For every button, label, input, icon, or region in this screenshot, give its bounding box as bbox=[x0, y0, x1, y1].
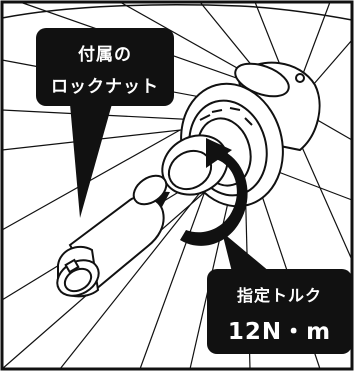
torque-value: 12N・m bbox=[227, 319, 332, 345]
wheel-rim bbox=[1, 4, 353, 21]
lock-nut-callout-tail bbox=[70, 104, 112, 218]
lock-nut-label-line1: 付属の bbox=[78, 45, 132, 65]
torque-callout-tail bbox=[222, 232, 270, 272]
torque-callout: 指定トルク 12N・m bbox=[207, 269, 352, 354]
torque-label: 指定トルク bbox=[236, 286, 322, 305]
lock-nut bbox=[56, 174, 168, 298]
freehub-body bbox=[161, 82, 284, 208]
rotate-clockwise-icon bbox=[180, 138, 248, 246]
lock-nut-callout: 付属の ロックナット bbox=[36, 28, 174, 106]
lock-nut-label-line2: ロックナット bbox=[51, 77, 159, 97]
